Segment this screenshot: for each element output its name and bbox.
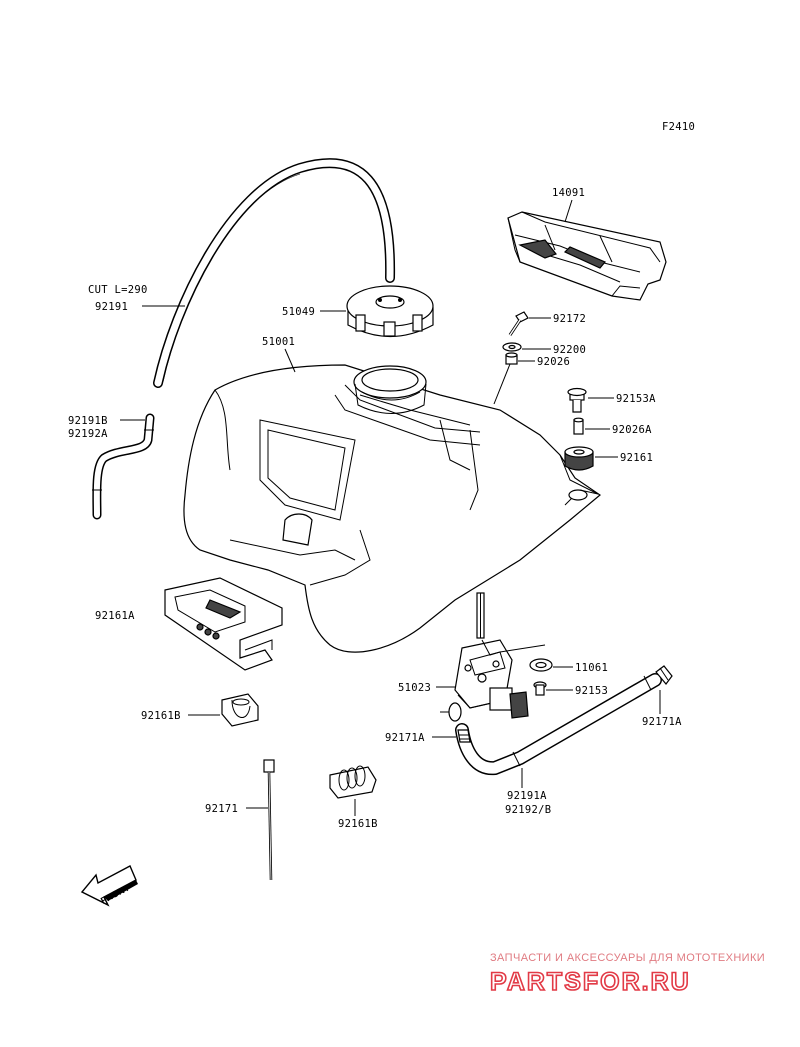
hose-92191B[interactable] [92, 413, 155, 520]
label-51023: 51023 [398, 682, 431, 694]
leader-14091 [564, 199, 573, 223]
label-92191B: 92191B [68, 415, 108, 427]
diagram-code: F2410 [662, 121, 695, 133]
collar-92026[interactable] [505, 352, 518, 365]
label-92153A: 92153A [616, 393, 656, 405]
cover-14091[interactable] [507, 211, 667, 301]
label-92171A-right: 92171A [642, 716, 682, 728]
label-cut-length: CUT L=290 [88, 284, 148, 296]
label-51049: 51049 [282, 306, 315, 318]
label-92161B-bottom: 92161B [338, 818, 378, 830]
fuel-cap-51049[interactable] [346, 285, 434, 338]
bolt-92172[interactable] [508, 311, 529, 336]
label-92153: 92153 [575, 685, 608, 697]
bolt-92153A[interactable] [567, 387, 587, 413]
clamp-92161B-top[interactable] [221, 693, 259, 727]
label-92191: 92191 [95, 301, 128, 313]
leader-51001 [284, 348, 296, 373]
label-11061: 11061 [575, 662, 608, 674]
label-92192B: 92192/B [505, 804, 551, 816]
clamp-92171A-left[interactable] [457, 729, 471, 743]
breather-hose-92191[interactable] [153, 158, 396, 388]
fuel-tank-51001[interactable] [183, 364, 601, 653]
watermark-logo: PARTSFOR.RU [490, 968, 691, 996]
label-92192A: 92192A [68, 428, 108, 440]
bracket-92161A[interactable] [164, 577, 283, 671]
label-51001: 51001 [262, 336, 295, 348]
o-ring-11061[interactable] [529, 658, 553, 672]
label-92161A: 92161A [95, 610, 135, 622]
label-92161: 92161 [620, 452, 653, 464]
label-92200: 92200 [553, 344, 586, 356]
fuel-cock-51023[interactable] [440, 592, 529, 722]
label-92026A: 92026A [612, 424, 652, 436]
label-92191A: 92191A [507, 790, 547, 802]
washer-92200[interactable] [502, 342, 522, 352]
clamp-92161B-bottom[interactable] [329, 765, 377, 799]
leader-51023-b [499, 644, 546, 653]
label-92171: 92171 [205, 803, 238, 815]
damper-92161[interactable] [564, 446, 594, 471]
leader-collar-to-tank [493, 363, 511, 405]
clamp-92171A-right[interactable] [655, 665, 673, 685]
tie-band-92171[interactable] [263, 759, 275, 881]
label-14091: 14091 [552, 187, 585, 199]
label-92171A-left: 92171A [385, 732, 425, 744]
bolt-92153[interactable] [533, 681, 547, 696]
front-arrow-icon: FRONT [80, 865, 138, 907]
watermark-tagline: ЗАПЧАСТИ И АКСЕССУАРЫ ДЛЯ МОТОТЕХНИКИ [490, 952, 765, 964]
label-92026: 92026 [537, 356, 570, 368]
collar-92026A[interactable] [573, 417, 584, 435]
label-92161B-top: 92161B [141, 710, 181, 722]
label-92172: 92172 [553, 313, 586, 325]
